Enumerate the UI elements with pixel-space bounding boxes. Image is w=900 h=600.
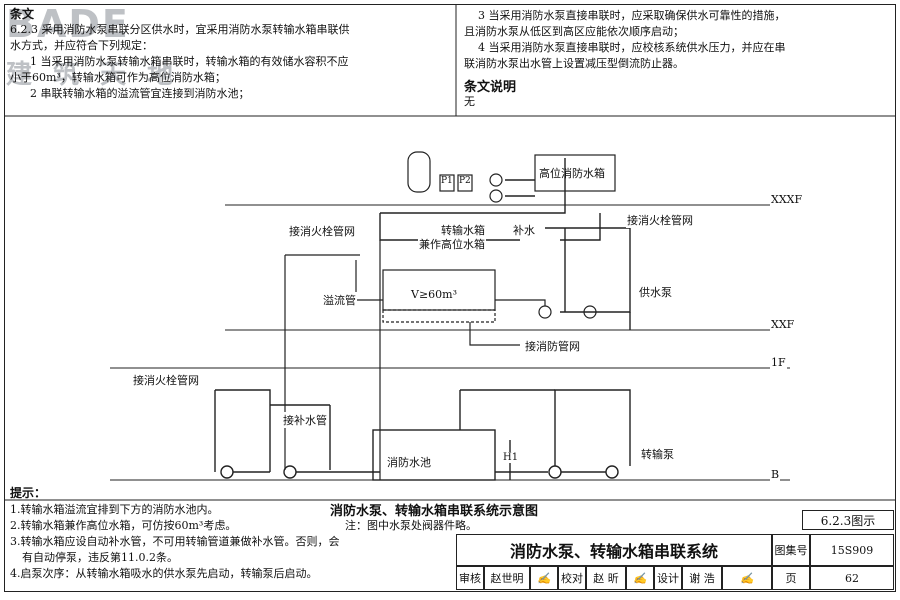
high-tank-label: 高位消防水箱 (539, 167, 605, 180)
atlas-value: 15S909 (810, 534, 894, 566)
transfer-tank-label: 转输水箱 (440, 222, 486, 238)
overflow-label: 溢流管 (322, 292, 357, 308)
hydrant-net-left-top-label: 接消火栓管网 (288, 223, 356, 239)
design-label: 设计 (654, 566, 682, 590)
fire-net-label: 接消防管网 (524, 338, 581, 354)
figure-number: 6.2.3图示 (802, 510, 894, 530)
designer: 谢 浩 (682, 566, 722, 590)
caption-note: 注：图中水泵处阀器件略。 (345, 519, 477, 532)
makeup-pipe-label: 接补水管 (282, 412, 328, 428)
pressure-tank-shape (407, 151, 431, 193)
watermark: 建 筑 天 地 (6, 60, 180, 90)
supply-pump-2 (583, 305, 597, 319)
clause-left-line-5: 2 串联转输水箱的溢流管宜连接到消防水池； (30, 87, 250, 100)
clause-left-line-2: 水方式，并应符合下列规定： (10, 39, 153, 52)
hydrant-net-left-bottom-label: 接消火栓管网 (132, 372, 200, 388)
bade-logo: BADE (6, 2, 130, 46)
level-xxxf-label: XXXF (770, 193, 804, 206)
level-xxf-label: XXF (770, 318, 796, 331)
high-tank-shape (534, 154, 616, 192)
supply-pump-1 (538, 305, 552, 319)
design-signature: ✍ (722, 566, 772, 590)
review-signature: ✍ (530, 566, 558, 590)
note-1: 1.转输水箱溢流宜排到下方的消防水池内。 (10, 503, 219, 516)
level-1f-label: 1F (770, 356, 787, 369)
h1-label: H1 (502, 452, 520, 463)
clause-right-line-1: 3 当采用消防水泵直接串联时，应采取确保供水可靠性的措施， (478, 9, 786, 22)
drawing-frame (4, 4, 896, 592)
note-3: 3.转输水箱应设自动补水管，不可用转输管道兼做补水管。否则，会 (10, 535, 340, 548)
p2-box (457, 174, 473, 192)
page-value: 62 (810, 566, 894, 590)
clause-right-line-3: 4 当采用消防水泵直接串联时，应校核系统供水压力，并应在串 (478, 41, 786, 54)
transfer-pump-2 (605, 465, 619, 479)
clause-left-line-3: 1 当采用消防水泵转输水箱串联时，转输水箱的有效储水容积不应 (30, 55, 349, 68)
checker: 赵 昕 (586, 566, 626, 590)
clause-heading: 条文 (10, 7, 35, 21)
hydrant-net-right-label: 接消火栓管网 (626, 212, 694, 228)
hydrant-pump-2 (283, 465, 297, 479)
p2-label: P2 (459, 176, 471, 186)
clause-right-line-2: 且消防水泵从低区到高区应能依次顺序启动； (464, 25, 684, 38)
note-4: 有自动停泵，违反第11.0.2条。 (22, 551, 178, 564)
check-signature: ✍ (626, 566, 654, 590)
review-label: 审核 (456, 566, 484, 590)
note-5: 4.启泵次序：从转输水箱吸水的供水泵先启动，转输泵后启动。 (10, 567, 318, 580)
p1-label: P1 (441, 176, 453, 186)
hydrant-pump-1 (220, 465, 234, 479)
atlas-label: 图集号 (772, 534, 810, 566)
pool-label: 消防水池 (387, 456, 431, 469)
clause-left-line-1: 6.2.3 采用消防水泵串联分区供水时，宜采用消防水泵转输水箱串联供 (10, 23, 350, 36)
check-label: 校对 (558, 566, 586, 590)
explain-body: 无 (464, 95, 475, 108)
transfer-pump-label: 转输泵 (640, 446, 675, 462)
clause-right-line-4: 联消防水泵出水管上设置减压型倒流防止器。 (464, 57, 684, 70)
supply-pump-label: 供水泵 (638, 284, 673, 300)
system-title: 消防水泵、转输水箱串联系统 (456, 534, 772, 566)
transfer-pump-1 (548, 465, 562, 479)
stabilizer-pump-2 (489, 189, 503, 203)
makeup-label: 补水 (512, 222, 536, 238)
volume-label: V≥60m³ (411, 288, 457, 301)
clause-left-line-4: 小于60m³，转输水箱可作为高位消防水箱； (10, 71, 226, 84)
level-b-label: B (770, 468, 781, 481)
note-2: 2.转输水箱兼作高位水箱，可仿按60m³考虑。 (10, 519, 237, 532)
notes-heading: 提示： (10, 486, 47, 500)
p1-box (439, 174, 455, 192)
explain-heading: 条文说明 (464, 80, 517, 95)
overflow-pipe (355, 260, 383, 301)
reviewer: 赵世明 (484, 566, 530, 590)
fire-pool-shape (372, 429, 496, 481)
diagram-caption: 消防水泵、转输水箱串联系统示意图 (330, 504, 539, 519)
page-label: 页 (772, 566, 810, 590)
transfer-tank-label-2: 兼作高位水箱 (418, 236, 486, 252)
stabilizer-pump-1 (489, 173, 503, 187)
